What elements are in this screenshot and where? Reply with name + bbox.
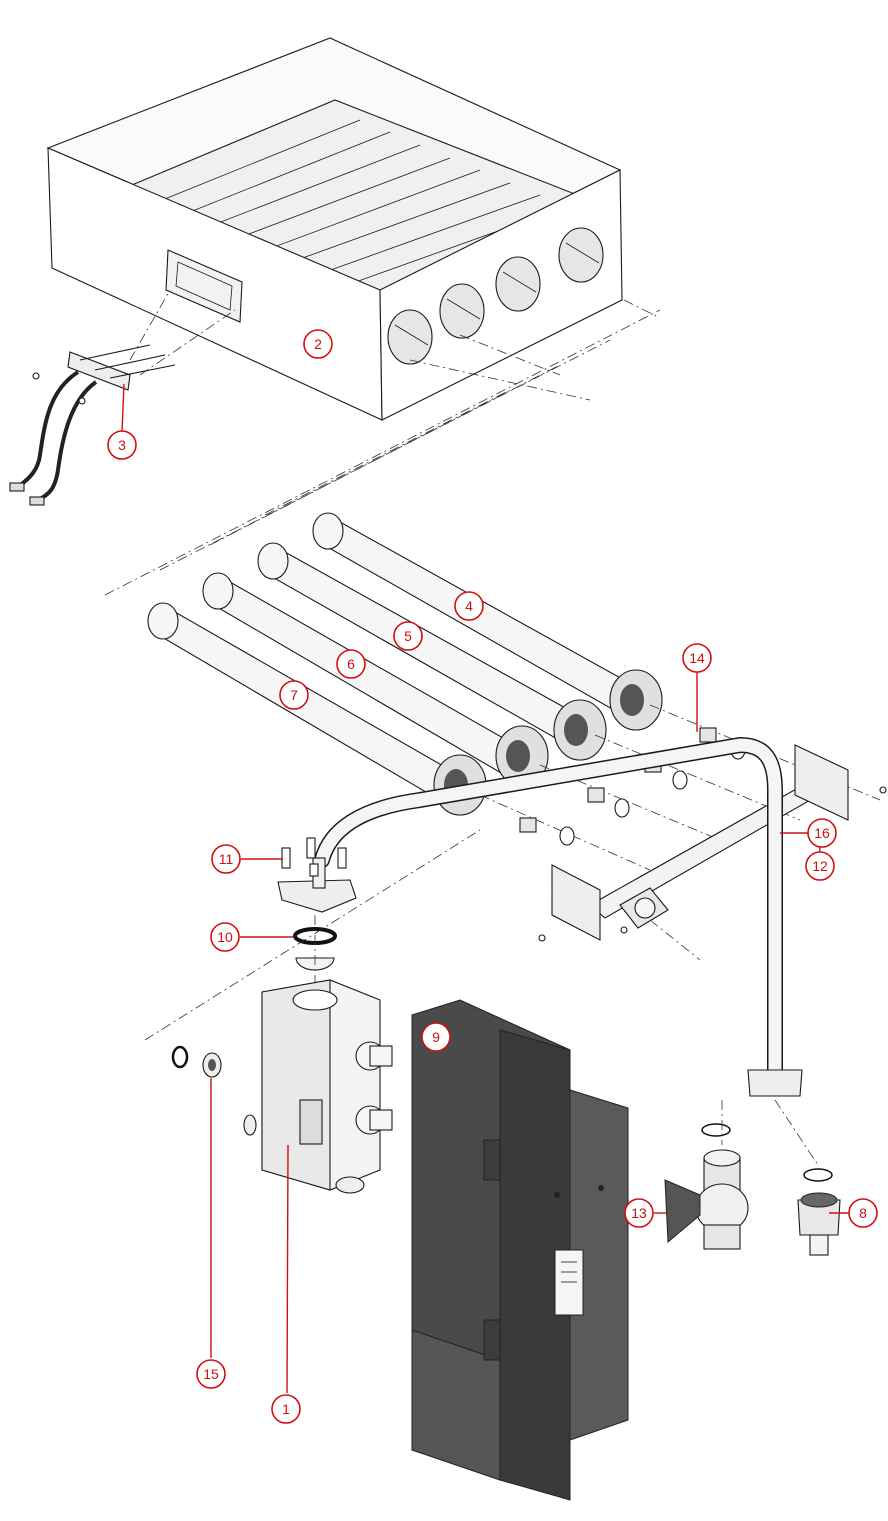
gas-valve bbox=[243, 979, 393, 1194]
callout-15-label: 15 bbox=[203, 1366, 219, 1382]
pipe-flange-and-screws bbox=[277, 837, 357, 913]
callout-4-label: 4 bbox=[465, 598, 473, 614]
callout-1: 1 bbox=[271, 1394, 301, 1424]
callout-14: 14 bbox=[682, 643, 712, 673]
callout-6: 6 bbox=[336, 649, 366, 679]
callout-7: 7 bbox=[279, 680, 309, 710]
callout-3-label: 3 bbox=[118, 437, 126, 453]
callout-8: 8 bbox=[848, 1198, 878, 1228]
burner-6 bbox=[202, 572, 549, 787]
callouts: 2 3 4 5 6 7 14 12 bbox=[107, 329, 878, 1424]
callout-12-label: 12 bbox=[812, 858, 828, 874]
pipe-adapter bbox=[774, 1099, 841, 1256]
callout-8-label: 8 bbox=[859, 1205, 867, 1221]
combustion-chamber-box bbox=[46, 37, 623, 421]
callout-16-label: 16 bbox=[814, 825, 830, 841]
callout-3: 3 bbox=[107, 430, 137, 460]
callout-9: 9 bbox=[421, 1022, 451, 1052]
callout-4: 4 bbox=[454, 591, 484, 621]
inlet-plug-and-seal bbox=[171, 1045, 222, 1078]
callout-14-label: 14 bbox=[689, 650, 705, 666]
burner-tubes bbox=[147, 512, 663, 816]
control-module bbox=[411, 999, 629, 1501]
alignment-lines-top bbox=[104, 299, 661, 596]
burner-4 bbox=[312, 512, 663, 731]
callout-12: 12 bbox=[805, 851, 835, 881]
ball-valve bbox=[664, 1100, 749, 1250]
callout-15: 15 bbox=[196, 1359, 226, 1389]
gas-supply-pipe bbox=[314, 736, 803, 1097]
callout-16: 16 bbox=[807, 818, 837, 848]
callout-9-label: 9 bbox=[432, 1029, 440, 1045]
callout-7-label: 7 bbox=[290, 687, 298, 703]
callout-5-label: 5 bbox=[404, 628, 412, 644]
burner-5 bbox=[257, 542, 607, 761]
o-ring-and-filter bbox=[144, 829, 481, 1041]
callout-5: 5 bbox=[393, 621, 423, 651]
callout-2-label: 2 bbox=[314, 336, 322, 352]
callout-10: 10 bbox=[210, 922, 240, 952]
ignition-electrode-assembly bbox=[9, 289, 236, 506]
callout-11: 11 bbox=[211, 844, 241, 874]
callout-2: 2 bbox=[303, 329, 333, 359]
callout-1-label: 1 bbox=[282, 1401, 290, 1417]
callout-11-label: 11 bbox=[219, 851, 234, 867]
callout-13-label: 13 bbox=[631, 1205, 647, 1221]
callout-10-label: 10 bbox=[217, 929, 233, 945]
callout-6-label: 6 bbox=[347, 656, 355, 672]
callout-13: 13 bbox=[624, 1198, 654, 1228]
